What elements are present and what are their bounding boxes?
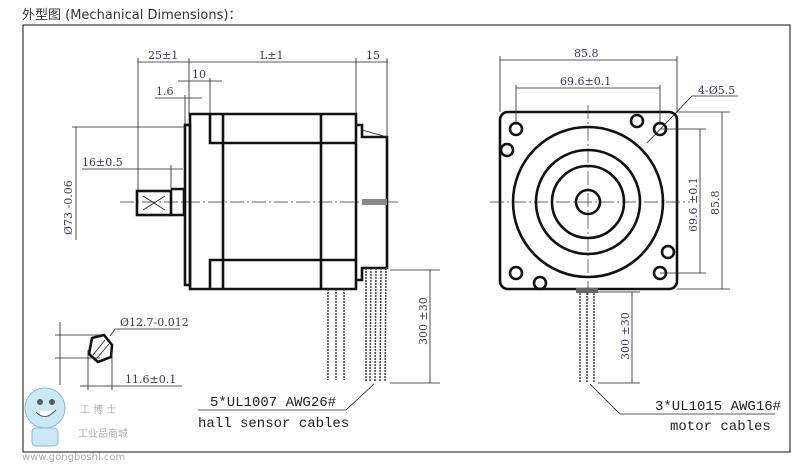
dim-front-width: 85.8 [574, 47, 599, 60]
dim-shaft-diameter: Ø12.7-0.012 [120, 316, 189, 329]
hall-sensor-cables [327, 267, 387, 383]
dim-step: 1.6 [156, 85, 174, 98]
dim-flat-length: 16±0.5 [82, 156, 123, 169]
front-flange [498, 110, 679, 291]
section-caption: 外型图 (Mechanical Dimensions)： [22, 8, 242, 23]
drawing-frame [22, 24, 791, 453]
hall-cable-spec: 5*UL1007 AWG26# [210, 395, 336, 411]
dim-holes: 4-Ø5.5 [698, 84, 735, 97]
hall-cable-label: hall sensor cables [198, 416, 349, 432]
watermark-logo: 工 博 士 工业品商城 www.gongboshi.com [22, 387, 128, 463]
dim-rear: 15 [366, 49, 380, 62]
dim-hall-cable-length: 300 ±30 [417, 297, 430, 345]
watermark-brand: 工 博 士 [80, 403, 116, 416]
side-view: 25±1 L±1 15 10 1.6 16±0.5 Ø73 -0.06 300 … [62, 49, 440, 432]
motor-cable-spec: 3*UL1015 AWG16# [655, 399, 781, 415]
motor-body [188, 112, 358, 291]
front-view: 85.8 69.6±0.1 4-Ø5.5 69.6 ±0.1 85.8 300 … [490, 47, 781, 435]
watermark-url: www.gongboshi.com [22, 452, 125, 463]
motor-cables [579, 290, 595, 382]
shaft-flat [135, 189, 173, 217]
motor-cable-label: motor cables [670, 419, 771, 435]
dim-hole-spacing: 69.6±0.1 [560, 75, 611, 88]
dim-shaft-flat: 11.6±0.1 [125, 373, 176, 386]
dim-pilot-diameter: Ø73 -0.06 [62, 180, 75, 235]
shaft-section: Ø12.7-0.012 11.6±0.1 [55, 316, 189, 390]
dim-front-height: 85.8 [709, 191, 722, 216]
dim-body-length: L±1 [260, 49, 284, 62]
dim-hole-spacing-vertical: 69.6 ±0.1 [687, 177, 700, 232]
dim-flange: 10 [192, 68, 206, 81]
watermark-subtitle: 工业品商城 [78, 427, 128, 440]
dim-shaft-length: 25±1 [148, 49, 178, 62]
dim-motor-cable-length: 300 ±30 [619, 312, 632, 360]
